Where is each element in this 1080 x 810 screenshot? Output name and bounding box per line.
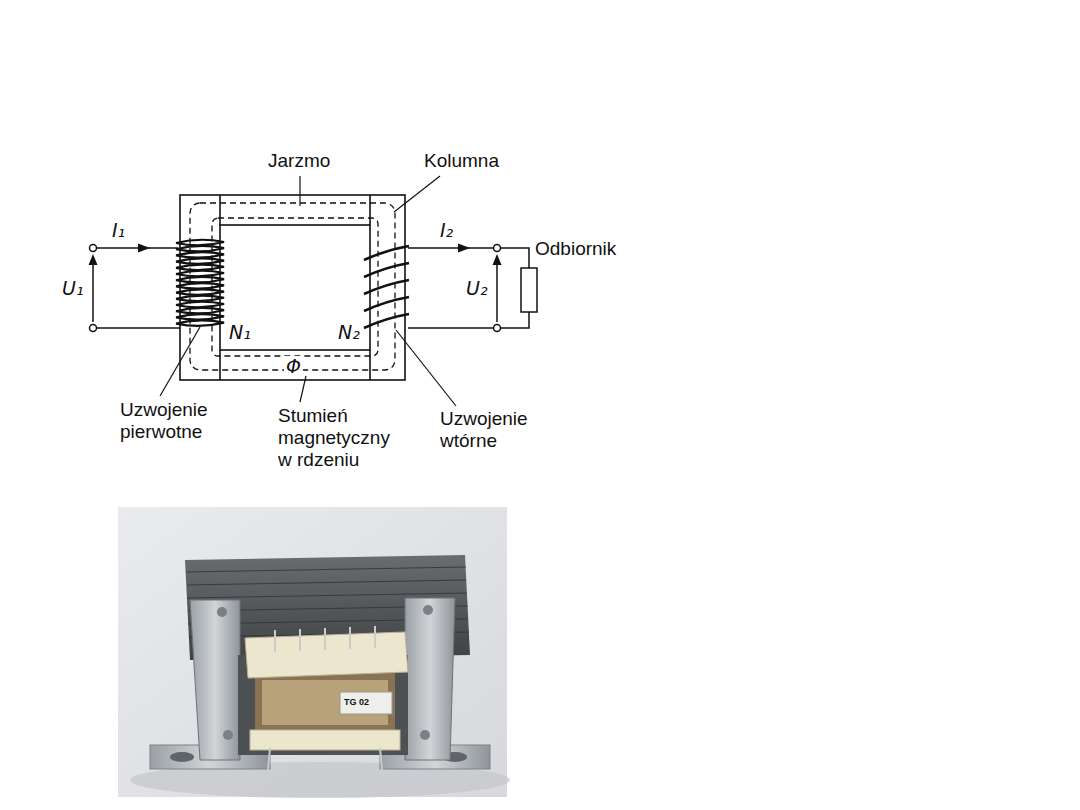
transformer-core [369, 195, 371, 225]
primary-wires [90, 325, 97, 332]
transformer-photo [223, 730, 233, 740]
turns-symbol: N₁ [229, 322, 251, 344]
transformer-core [220, 225, 370, 350]
transformer-photo [324, 628, 326, 650]
primary-wires [90, 245, 97, 252]
transformer-photo [268, 748, 382, 770]
secondary-wires [408, 245, 529, 332]
secondary-wires [494, 245, 501, 252]
winding-turn [364, 297, 409, 311]
winding-turn [176, 277, 224, 283]
transformer-photo [217, 607, 227, 617]
leader-lines [394, 176, 440, 212]
transformer-photo [268, 748, 270, 770]
transformer-photo [349, 627, 351, 649]
nameplate-text: TG 02 [344, 697, 369, 707]
arrowheads [89, 244, 502, 266]
transformer-photo [420, 730, 430, 740]
winding-turn [176, 265, 224, 271]
transformer-core [219, 350, 221, 380]
primary-wires [90, 245, 181, 332]
transformer-photo [190, 600, 240, 760]
leader-lines [160, 327, 200, 396]
transformer-photo [405, 598, 455, 760]
winding-turn [364, 263, 409, 277]
transformer-photo [245, 632, 408, 678]
transformer-photo [187, 580, 466, 585]
secondary-winding [364, 246, 409, 328]
transformer-core [369, 350, 371, 380]
leader-lines [299, 176, 300, 206]
primary-wires [92, 258, 94, 322]
winding-turn [364, 246, 409, 260]
leader-lines [300, 376, 306, 402]
secondary-wires [496, 258, 498, 322]
transformer-photo [118, 507, 510, 798]
load-label: Odbiornik [535, 238, 616, 260]
winding-turn [176, 314, 224, 320]
winding-turn [176, 308, 224, 314]
primary-wires [97, 247, 178, 249]
transformer-photo [374, 626, 376, 648]
current-symbol: I₁ [112, 220, 125, 242]
secondary-wires [501, 248, 529, 268]
secondary-wires [408, 327, 493, 329]
transformer-photo [274, 630, 276, 652]
winding-turn [176, 283, 224, 289]
arrowheads [138, 244, 150, 253]
flux-path [212, 218, 378, 356]
transformer-photo [275, 626, 375, 652]
arrowheads [89, 254, 98, 265]
part-label: Uzwojenie wtórne [440, 408, 555, 452]
winding-turn [176, 289, 224, 295]
winding-turn [176, 252, 224, 258]
transformer-core [219, 195, 221, 225]
resistor-symbol [521, 268, 537, 312]
flux-symbol: Φ [284, 356, 303, 378]
winding-turn [176, 271, 224, 277]
winding-turn [176, 320, 224, 326]
winding-turn [176, 296, 224, 302]
transformer-photo [186, 567, 466, 572]
leader-lines [396, 330, 456, 406]
winding-turn [176, 240, 224, 246]
secondary-wires [408, 247, 493, 249]
winding-turn [176, 302, 224, 308]
transformer-photo [423, 605, 433, 615]
part-label: Stumień magnetyczny w rdzeniu [278, 405, 403, 471]
transformer-photo [187, 593, 467, 598]
part-label: Uzwojenie pierwotne [120, 399, 235, 443]
voltage-symbol: U₁ [62, 278, 84, 300]
part-label: Jarzmo [268, 150, 330, 172]
winding-turn [364, 314, 409, 328]
leader-lines [160, 176, 456, 406]
transformer-photo [250, 730, 400, 750]
secondary-wires [494, 325, 501, 332]
transformer-photo [170, 752, 194, 762]
transformer-photo [340, 692, 392, 714]
part-label: Kolumna [424, 150, 499, 172]
current-symbol: I₂ [440, 220, 453, 242]
turns-symbol: N₂ [338, 322, 360, 344]
primary-winding [176, 240, 224, 326]
primary-wires [97, 327, 180, 329]
transformer-photo [380, 748, 382, 770]
winding-turn [176, 258, 224, 264]
winding-turn [176, 246, 224, 252]
transformer-photo [299, 629, 301, 651]
voltage-symbol: U₂ [466, 278, 488, 300]
transformer-photo [118, 507, 507, 797]
winding-turn [364, 280, 409, 294]
secondary-wires [501, 312, 529, 328]
